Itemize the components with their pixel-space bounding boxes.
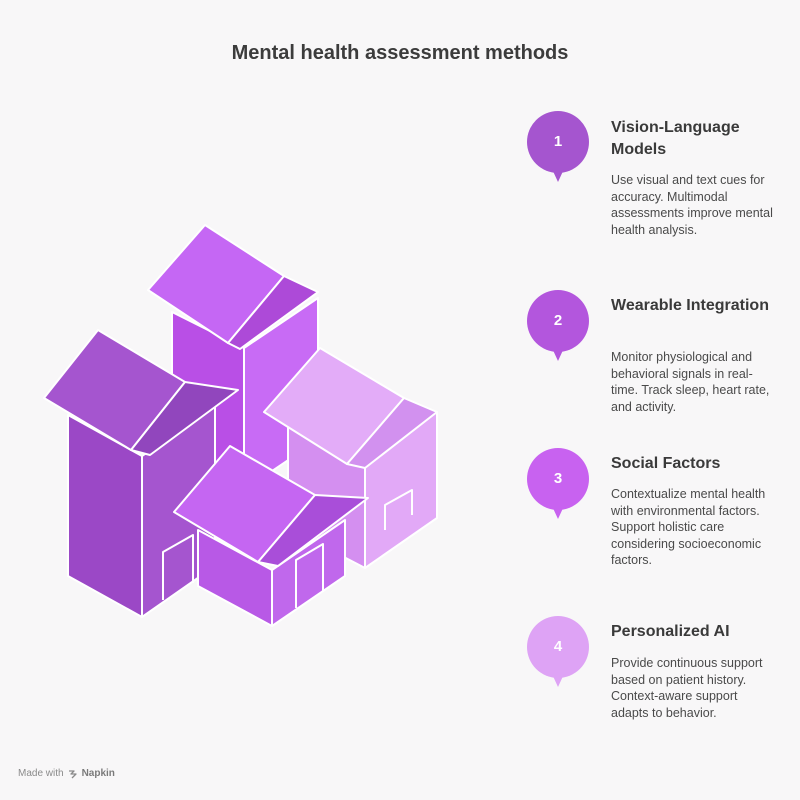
step-2-description: Monitor physiological and behavioral sig…: [611, 350, 770, 414]
step-1-title: Vision-Language Models: [611, 119, 740, 158]
step-3-description: Contextualize mental health with environ…: [611, 487, 766, 567]
step-4-title: Personalized AI: [611, 623, 730, 640]
step-4-marker: 4: [527, 616, 589, 688]
step-2-title: Wearable Integration: [611, 297, 769, 314]
step-3-number: 3: [553, 470, 563, 487]
napkin-logo-icon: [68, 769, 77, 778]
map-pin-icon: [527, 111, 589, 182]
step-3-marker: 3: [527, 448, 589, 520]
map-pin-icon: [527, 448, 589, 519]
step-4-number: 4: [553, 638, 563, 655]
house-front-small: [173, 445, 369, 627]
footer-made-with: Made with: [18, 768, 64, 779]
step-1-marker: 1: [527, 111, 589, 183]
footer-credit: Made with Napkin: [18, 768, 115, 779]
step-2-marker: 2: [527, 290, 589, 362]
step-2-number: 2: [553, 312, 563, 329]
map-pin-icon: [527, 616, 589, 687]
page-title: Mental health assessment methods: [231, 42, 569, 64]
map-pin-icon: [527, 290, 589, 361]
footer-brand: Napkin: [81, 768, 115, 779]
step-3-title: Social Factors: [611, 455, 721, 472]
step-4-description: Provide continuous support based on pati…: [611, 656, 763, 720]
step-1-description: Use visual and text cues for accuracy. M…: [611, 173, 773, 237]
step-1-number: 1: [553, 133, 563, 150]
